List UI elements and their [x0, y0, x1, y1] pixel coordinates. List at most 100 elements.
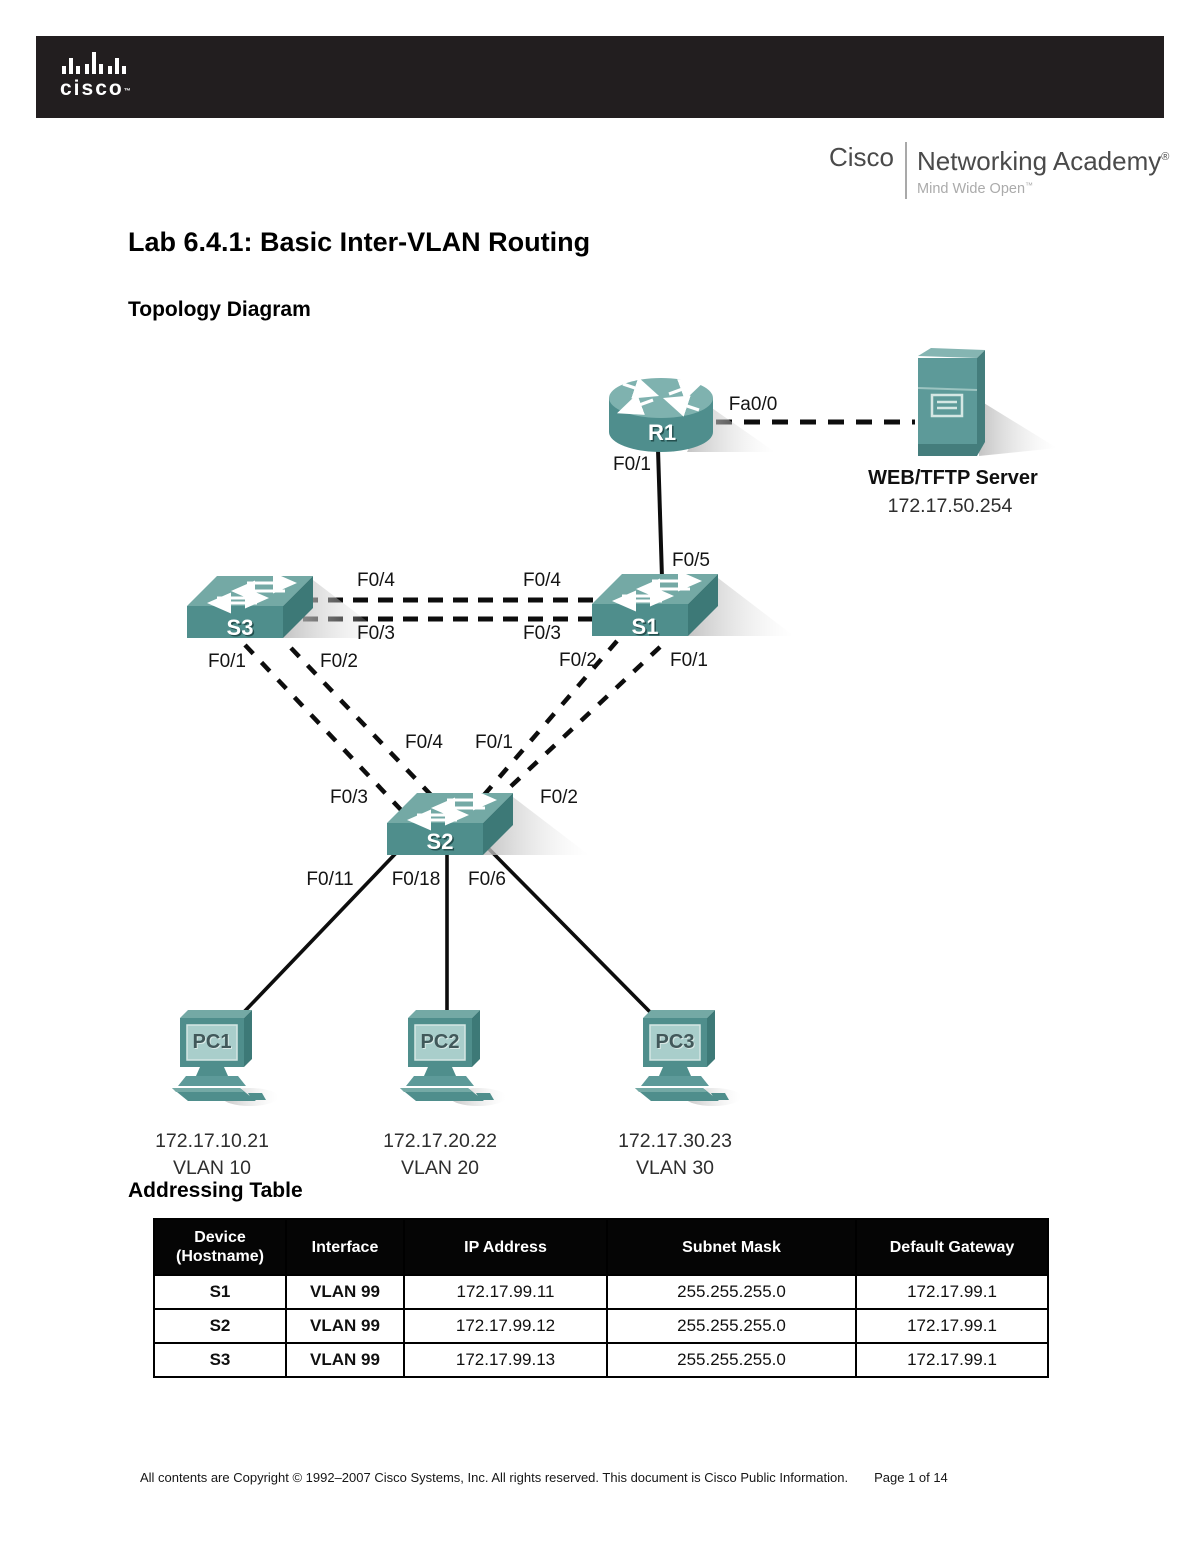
table-row: S1 VLAN 99 172.17.99.11 255.255.255.0 17…: [153, 1274, 1049, 1310]
brand-divider: [905, 142, 908, 199]
page-footer: All contents are Copyright © 1992–2007 C…: [140, 1470, 1060, 1485]
pc2-label: PC2: [421, 1031, 460, 1053]
server-icon: [916, 346, 1059, 458]
pc3-label-shadow: PC3: [657, 1032, 696, 1054]
pc2-label-shadow: PC2: [422, 1032, 461, 1054]
link-s1-s2-b: [506, 645, 662, 791]
cell-interface: VLAN 99: [285, 1274, 405, 1310]
port-label-s1-f05: F0/5: [672, 550, 710, 571]
pc3-ip: 172.17.30.23: [618, 1130, 732, 1152]
footer-copyright: All contents are Copyright © 1992–2007 C…: [140, 1470, 849, 1485]
router-label-shadow: R1: [649, 422, 677, 447]
pc3-icon: [634, 1009, 742, 1107]
cell-device: S3: [153, 1342, 287, 1378]
port-label-s3-f02: F0/2: [320, 651, 358, 672]
brand-registered-mark: ®: [1161, 151, 1170, 163]
table-header-row: Device (Hostname) Interface IP Address S…: [153, 1218, 1049, 1276]
pc1-label-shadow: PC1: [194, 1032, 233, 1054]
switch-s3-label-shadow: S3: [228, 617, 255, 642]
port-label-s2-f04: F0/4: [405, 732, 443, 753]
pc3-vlan: VLAN 30: [636, 1157, 714, 1179]
table-row: S3 VLAN 99 172.17.99.13 255.255.255.0 17…: [153, 1342, 1049, 1378]
switch-s1-label: S1: [632, 614, 659, 639]
cell-interface: VLAN 99: [285, 1342, 405, 1378]
port-label-s2-f011: F0/11: [306, 869, 353, 890]
link-s3-s2-b: [289, 646, 433, 797]
cell-mask: 255.255.255.0: [606, 1342, 857, 1378]
cell-device: S1: [153, 1274, 287, 1310]
brand-right-block: Networking Academy® Mind Wide Open™: [907, 142, 1169, 199]
addressing-section-heading: Addressing Table: [128, 1179, 303, 1202]
col-header-mask: Subnet Mask: [606, 1218, 857, 1276]
col-header-device-line2: (Hostname): [175, 1248, 264, 1265]
port-label-s2-f03: F0/3: [330, 787, 368, 808]
port-label-s3-f04: F0/4: [357, 570, 395, 591]
col-header-ip: IP Address: [403, 1218, 608, 1276]
switch-s1-icon: [592, 574, 794, 636]
cisco-logo-wordmark: cisco™: [60, 77, 160, 102]
cell-gateway: 172.17.99.1: [855, 1342, 1049, 1378]
port-label-s2-f02: F0/2: [540, 787, 578, 808]
port-label-s2-f06: F0/6: [468, 869, 506, 890]
brand-tagline-label: Mind Wide Open: [917, 181, 1026, 197]
footer-page-number: Page 1 of 14: [874, 1470, 948, 1485]
pc1-vlan: VLAN 10: [173, 1157, 251, 1179]
cisco-logo-bars-icon: [62, 52, 126, 74]
port-label-s2-f01: F0/1: [475, 732, 513, 753]
table-row: S2 VLAN 99 172.17.99.12 255.255.255.0 17…: [153, 1308, 1049, 1344]
header-bar: cisco™: [36, 36, 1164, 118]
link-r1-s1: [656, 448, 664, 579]
pc1-icon: [171, 1009, 279, 1107]
brand-tagline-tm: ™: [1025, 181, 1034, 190]
col-header-device-line1: Device: [194, 1229, 246, 1246]
router-r1-icon: [609, 378, 775, 452]
link-s2-pc3: [485, 845, 653, 1015]
port-label-s1-f03: F0/3: [523, 623, 561, 644]
switch-s3-label: S3: [227, 615, 254, 640]
port-label-s1-f04: F0/4: [523, 570, 561, 591]
cell-ip: 172.17.99.11: [403, 1274, 608, 1310]
pc1-label: PC1: [193, 1031, 232, 1053]
page-title: Lab 6.4.1: Basic Inter-VLAN Routing: [128, 227, 591, 257]
port-label-s2-f018: F0/18: [392, 869, 441, 890]
cisco-logo-text: cisco: [60, 77, 124, 100]
switch-s2-label: S2: [427, 829, 454, 854]
col-header-interface: Interface: [285, 1218, 405, 1276]
port-label-s3-f03: F0/3: [357, 623, 395, 644]
server-title: WEB/TFTP Server: [868, 467, 1038, 489]
router-label: R1: [648, 420, 676, 445]
port-label-s1-f02: F0/2: [559, 650, 597, 671]
brand-cisco-text: Cisco: [829, 142, 895, 172]
pc2-icon: [399, 1009, 507, 1107]
brand-tagline-text: Mind Wide Open™: [917, 176, 1169, 199]
cell-ip: 172.17.99.13: [403, 1342, 608, 1378]
col-header-gateway: Default Gateway: [855, 1218, 1049, 1276]
cell-gateway: 172.17.99.1: [855, 1308, 1049, 1344]
brand-academy-text: Networking Academy®: [917, 142, 1169, 176]
switch-s1-label-shadow: S1: [633, 616, 660, 641]
cell-device: S2: [153, 1308, 287, 1344]
addressing-table: Device (Hostname) Interface IP Address S…: [153, 1218, 1049, 1378]
pc3-label: PC3: [656, 1031, 695, 1053]
pc2-vlan: VLAN 20: [401, 1157, 479, 1179]
port-label-s1-f01: F0/1: [670, 650, 708, 671]
cell-ip: 172.17.99.12: [403, 1308, 608, 1344]
port-label-s3-f01: F0/1: [208, 651, 246, 672]
col-header-device: Device (Hostname): [153, 1218, 287, 1276]
cell-gateway: 172.17.99.1: [855, 1274, 1049, 1310]
link-s2-pc1: [241, 849, 400, 1015]
brand-block: Cisco Networking Academy® Mind Wide Open…: [829, 142, 1169, 199]
switch-s2-label-shadow: S2: [428, 831, 455, 856]
cell-mask: 255.255.255.0: [606, 1274, 857, 1310]
pc2-ip: 172.17.20.22: [383, 1130, 497, 1152]
cisco-logo: cisco™: [60, 48, 160, 102]
port-label-r1-f01: F0/1: [613, 454, 651, 475]
brand-academy-label: Networking Academy: [917, 146, 1162, 176]
cell-interface: VLAN 99: [285, 1308, 405, 1344]
cisco-logo-tm: ™: [123, 88, 133, 95]
port-label-r1-fa00: Fa0/0: [729, 394, 778, 415]
server-ip: 172.17.50.254: [888, 495, 1013, 517]
topology-section-heading: Topology Diagram: [128, 298, 311, 321]
